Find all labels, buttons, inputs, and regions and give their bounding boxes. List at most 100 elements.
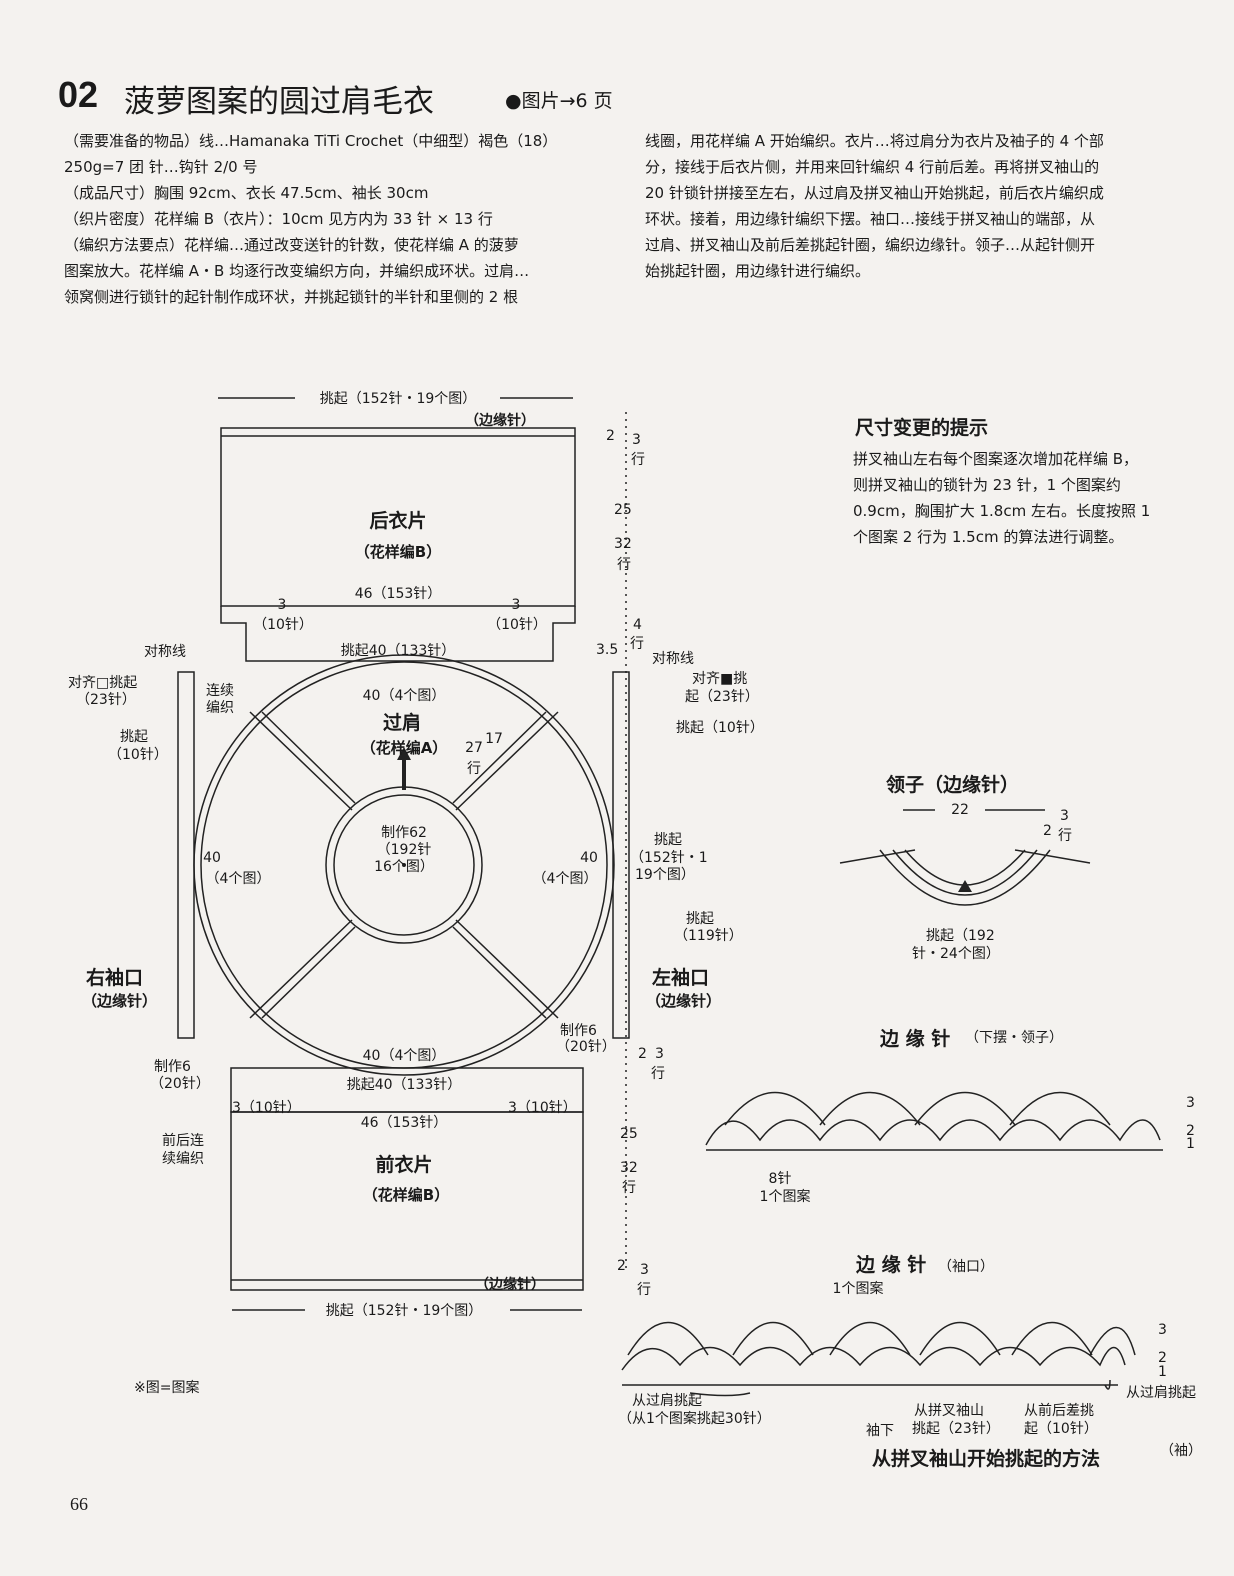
symmetry-line-right: 对称线 (652, 651, 694, 667)
photo-reference: ●图片→6 页 (505, 90, 613, 112)
align-left-label: （23针） (76, 692, 136, 708)
row-dim: 2 (606, 428, 615, 444)
row-number: 3 (1186, 1095, 1195, 1111)
instruction-line: 分，接线于后衣片侧，并用来回针编织 4 行前后差。再将拼叉袖山的 (645, 158, 1100, 176)
repeat-label: 8针 (768, 1171, 792, 1187)
yoke-divider (249, 919, 356, 1019)
instructions-right-column: 线圈，用花样编 A 开始编织。衣片…将过肩分为衣片及袖子的 4 个部 分，接线于… (645, 128, 1190, 284)
instruction-line: （编织方法要点）花样编…通过改变送针的针数，使花样编 A 的菠萝 (64, 236, 519, 254)
from-yoke-right-label: 从过肩挑起 (1126, 1385, 1196, 1401)
front-pickup-label: 挑起40（133针） (346, 1077, 462, 1093)
from-yoke-label: （从1个图案挑起30针） (618, 1411, 771, 1427)
collar-pickup: 针・24个图） (912, 946, 1000, 962)
pickup119-label: （119针） (674, 928, 743, 944)
repeat-label: 1个图案 (832, 1281, 884, 1297)
row-dim: 行 (630, 636, 644, 652)
pickup-left-label: 挑起 (120, 729, 148, 745)
tips-line: 0.9cm，胸围扩大 1.8cm 左右。长度按照 1 (853, 502, 1151, 520)
pickup119-label: 挑起 (686, 911, 714, 927)
edging-fans (724, 1091, 1111, 1126)
instruction-line: （织片密度）花样编 B（衣片）：10cm 见方内为 33 针 × 13 行 (64, 210, 493, 228)
row-dim: 25 (620, 1126, 638, 1142)
make6-left-label: （20针） (150, 1076, 210, 1092)
front-width-label: 46（153针） (360, 1115, 448, 1131)
collar-title: 领子（边缘针） (886, 774, 1020, 796)
neck-inner-circle (333, 794, 475, 936)
instruction-line: 线圈，用花样编 A 开始编织。衣片…将过肩分为衣片及袖子的 4 个部 (645, 132, 1104, 150)
pickup152-label: 19个图） (635, 867, 695, 883)
instruction-line: 图案放大。花样编 A・B 均逐行改变编织方向，并编织成环状。过肩… (64, 262, 530, 280)
symmetry-line-left: 对称线 (144, 644, 186, 660)
front-body-subtitle: （花样编B） (362, 1186, 450, 1204)
collar-pickup: 挑起（192 (926, 928, 995, 944)
left-cuff-title: 左袖口 (652, 967, 710, 989)
yoke-right-label: （4个图） (532, 871, 598, 887)
row-dim: 2 (617, 1258, 626, 1274)
pattern-number: 02 (58, 74, 99, 115)
row-dim: 行 (631, 452, 645, 468)
row-dim: 3 (632, 432, 641, 448)
yoke-depth: 17 (485, 731, 503, 747)
yoke-subtitle: （花样编A） (360, 739, 448, 757)
diff-label: 从前后差挑 (1024, 1403, 1094, 1419)
pickup-right-label: 挑起（10针） (676, 720, 764, 736)
pickup-method-caption-sub: （袖） (1160, 1443, 1202, 1459)
back-left-step: 3 (277, 597, 287, 613)
collar-width: 22 (951, 802, 969, 818)
arrow-up-icon (958, 880, 972, 892)
row-number: 1 (1158, 1364, 1167, 1380)
instruction-line: （成品尺寸）胸围 92cm、衣长 47.5cm、袖长 30cm (64, 184, 429, 202)
footnote: ※图=图案 (134, 1380, 200, 1396)
edging-fans (627, 1321, 1136, 1356)
align-left-label: 对齐□挑起 (68, 675, 138, 691)
leader-line (689, 1379, 1111, 1397)
tips-line: 则拼叉袖山的锁针为 23 针，1 个图案约 (853, 476, 1121, 494)
page-title: 菠萝图案的圆过肩毛衣 (124, 84, 434, 120)
size-change-tips-body: 拼叉袖山左右每个图案逐次增加花样编 B， 则拼叉袖山的锁针为 23 针，1 个图… (853, 446, 1193, 550)
back-right-step-stitches: （10针） (487, 617, 547, 633)
collar-line (839, 849, 916, 864)
row-number: 2 (1186, 1123, 1195, 1139)
yoke-bottom-label: 40（4个图） (362, 1048, 446, 1064)
tips-line: 个图案 2 行为 1.5cm 的算法进行调整。 (853, 528, 1124, 546)
pickup-method-caption: 从拼叉袖山开始挑起的方法 (872, 1448, 1101, 1470)
row-dim: 3.5 (596, 642, 619, 658)
back-left-step-stitches: （10针） (253, 617, 313, 633)
row-number: 2 (1158, 1350, 1167, 1366)
left-sleeve-strip (612, 671, 630, 1039)
yoke-left-label: （4个图） (205, 871, 271, 887)
row-dim: 32 (614, 536, 632, 552)
align-right-label: 起（23针） (685, 689, 759, 705)
yoke-top-label: 40（4个图） (362, 688, 446, 704)
back-armhole-outline (220, 606, 576, 662)
back-body-outline (220, 427, 576, 607)
back-body-title: 后衣片 (369, 510, 427, 532)
collar-rows: 3 (1060, 808, 1069, 824)
arrow-up-icon (397, 747, 411, 790)
collar-middle (892, 849, 1038, 896)
size-change-tips-title: 尺寸变更的提示 (855, 417, 989, 439)
edging-chart-title: 边 缘 针 (856, 1254, 927, 1276)
instruction-line: 领窝侧进行锁针的起针制作成环状，并挑起锁针的半针和里侧的 2 根 (64, 288, 519, 306)
collar-rows: 2 (1043, 823, 1052, 839)
align-right-label: 对齐■挑 (692, 671, 748, 687)
continue-label: 连续 (206, 683, 234, 699)
front-right-step: 3（10针） (508, 1100, 577, 1116)
row-dim: 3 (640, 1262, 649, 1278)
underarm-label: 袖下 (866, 1423, 894, 1439)
pickup152-label: （152针・1 (630, 850, 708, 866)
make6-right-label: 制作6 (560, 1023, 597, 1039)
row-dim: 行 (637, 1282, 651, 1298)
edging-chart-title: 边 缘 针 (880, 1028, 951, 1050)
front-continue-label: 前后连 (162, 1133, 204, 1149)
pickup-left-label: （10针） (108, 747, 168, 763)
row-dim: 25 (614, 502, 632, 518)
make6-left-label: 制作6 (154, 1059, 191, 1075)
front-continue-label: 续编织 (162, 1151, 204, 1167)
repeat-label: 1个图案 (759, 1189, 811, 1205)
back-right-step: 3 (511, 597, 521, 613)
pickup152-label: 挑起 (654, 832, 682, 848)
row-number: 3 (1158, 1322, 1167, 1338)
edging-chain-arches (621, 1346, 1126, 1371)
